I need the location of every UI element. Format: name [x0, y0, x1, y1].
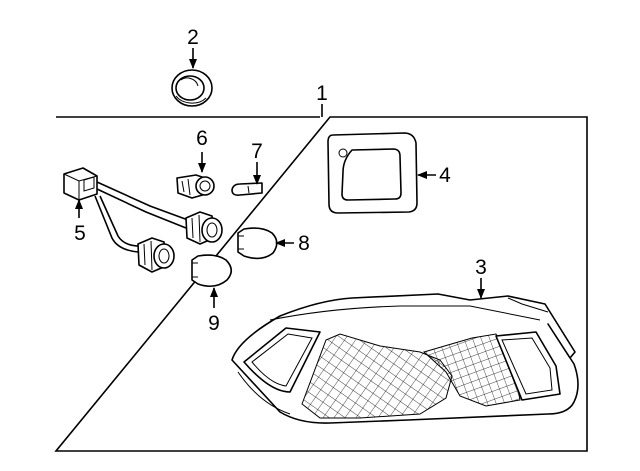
leader-lines	[75, 48, 485, 308]
callout-6: 6	[196, 127, 208, 150]
lamp-housing-part	[231, 293, 579, 424]
callout-9: 9	[208, 312, 220, 335]
socket-part	[176, 174, 215, 199]
gasket-plate-part	[327, 132, 418, 214]
callout-labels: 1 2 3 4 5 6 7 8 9	[74, 26, 487, 335]
grommet-part	[171, 69, 213, 107]
callout-8: 8	[298, 232, 310, 255]
callout-2: 2	[187, 26, 199, 49]
wiring-harness-part	[63, 167, 223, 273]
assembly-frame	[54, 116, 588, 452]
callout-4: 4	[439, 164, 451, 187]
callout-1: 1	[316, 82, 328, 105]
callout-3: 3	[475, 256, 487, 279]
bulb-part-9	[191, 254, 233, 288]
bulb-part-8	[237, 227, 278, 260]
callout-7: 7	[251, 140, 263, 163]
callout-5: 5	[74, 222, 86, 245]
wedge-bulb-part	[231, 182, 263, 196]
